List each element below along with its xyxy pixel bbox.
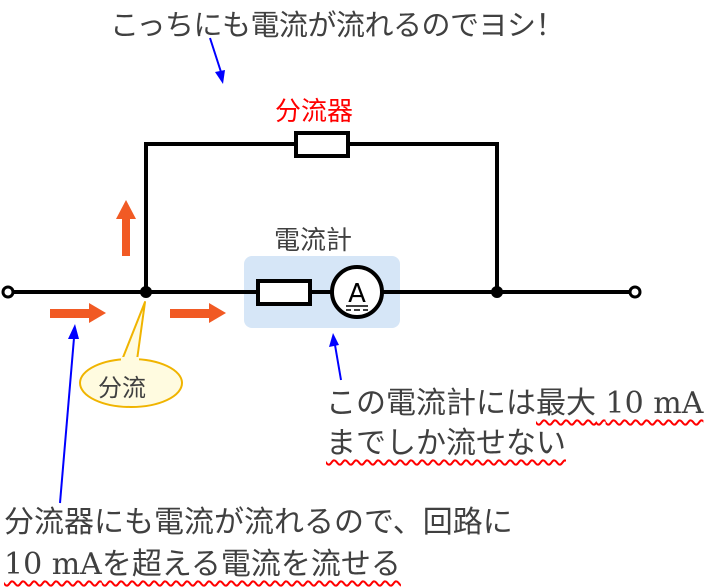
junction-dot-right (491, 286, 503, 298)
top-note: こっちにも電流が流れるのでヨシ！ (110, 8, 564, 42)
pointer-arrow-to-ammeter-icon (329, 333, 342, 381)
branch-bubble-label: 分流 (98, 374, 146, 402)
terminal-right-icon (628, 285, 642, 299)
svg-text:A: A (348, 279, 366, 309)
ammeter-note-max: 最大 10 mA (536, 386, 704, 421)
current-arrow-in-icon (50, 303, 106, 323)
bottom-note-value: 10 mA (4, 547, 102, 582)
ammeter-note-value: 10 mA (605, 386, 704, 421)
ammeter-note-prefix: この電流計には (326, 386, 536, 421)
ammeter-note-line2: までしか流せない (326, 426, 566, 461)
pointer-arrow-to-shunt-icon (209, 37, 225, 84)
bottom-note-line2: 10 mAを超える電流を流せる (4, 547, 401, 582)
ammeter-icon: A (330, 265, 384, 319)
shunt-explanation-note: 分流器にも電流が流れるので、回路に 10 mAを超える電流を流せる (4, 502, 513, 586)
ammeter-label: 電流計 (274, 226, 353, 256)
branch-callout-bubble (79, 301, 183, 408)
bottom-note-line1: 分流器にも電流が流れるので、回路に (4, 505, 513, 540)
ammeter-limit-note: この電流計には最大 10 mA までしか流せない (326, 384, 703, 464)
shunt-resistor-icon (294, 131, 350, 158)
ammeter-note-line1: この電流計には最大 10 mA (326, 384, 703, 424)
pointer-arrow-to-input-icon (59, 324, 79, 504)
current-arrow-up-icon (116, 200, 136, 256)
ammeter-resistor-icon (256, 279, 312, 306)
current-arrow-ammeter-icon (170, 303, 226, 323)
shunt-label: 分流器 (275, 97, 354, 127)
junction-dot-left (140, 286, 152, 298)
terminal-left-icon (1, 285, 15, 299)
